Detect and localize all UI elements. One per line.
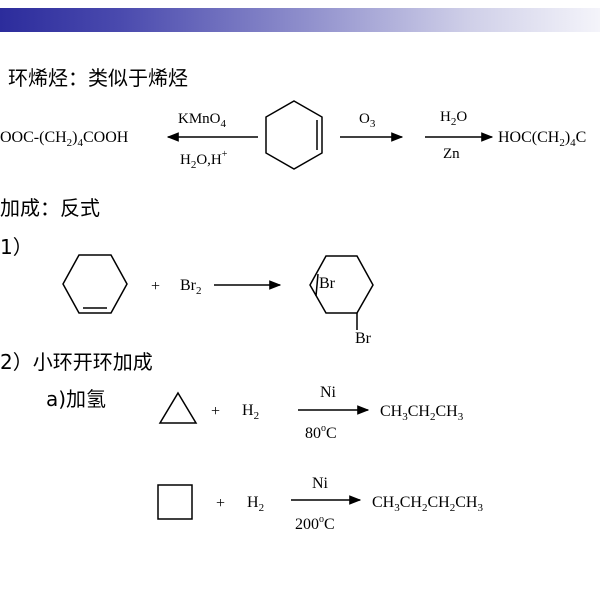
dibromocyclohexane-ring bbox=[309, 255, 374, 314]
butane-product: CH3CH2CH2CH3 bbox=[372, 494, 483, 514]
hydrogen-reagent: H2 bbox=[247, 494, 265, 514]
subitem-a-hydrogenation: a)加氢 bbox=[46, 387, 107, 411]
cyclohexene-ring bbox=[62, 254, 128, 314]
cyclohexene-ring bbox=[265, 100, 323, 170]
dialdehyde-product: HOC(CH2)4C bbox=[498, 129, 587, 149]
adipic-acid-product: OOC-(CH2)4COOH bbox=[0, 129, 129, 149]
cyclopropane-ring bbox=[158, 391, 198, 424]
reaction-temperature: 80oC bbox=[305, 423, 337, 442]
bond-line bbox=[315, 273, 319, 297]
bromine-substituent-top: Br bbox=[319, 275, 335, 292]
zinc-reagent: Zn bbox=[443, 146, 460, 162]
item-2-label: 2）小环开环加成 bbox=[0, 350, 153, 374]
kmno4-reagent: KMnO4 bbox=[178, 111, 227, 130]
reaction-temperature: 200oC bbox=[295, 514, 335, 533]
plus-sign: + bbox=[216, 495, 226, 512]
title-bar-gradient bbox=[0, 8, 600, 32]
heading-addition: 加成：反式 bbox=[0, 196, 100, 220]
bromine-reagent: Br2 bbox=[180, 277, 202, 297]
nickel-catalyst: Ni bbox=[320, 384, 336, 401]
ozone-reagent: O3 bbox=[359, 111, 376, 130]
cyclobutane-ring bbox=[157, 484, 193, 520]
plus-sign: + bbox=[151, 278, 161, 295]
item-1-label: 1） bbox=[0, 235, 33, 259]
hydrogen-reagent: H2 bbox=[242, 402, 260, 422]
water-reagent: H2O bbox=[440, 109, 468, 128]
propane-product: CH3CH2CH3 bbox=[380, 403, 464, 423]
heading-cycloalkene: 环烯烃：类似于烯烃 bbox=[8, 66, 188, 90]
water-acid-conditions: H2O,H+ bbox=[180, 149, 228, 171]
nickel-catalyst: Ni bbox=[312, 475, 328, 492]
plus-sign: + bbox=[211, 403, 221, 420]
bromine-substituent-bottom: Br bbox=[355, 330, 371, 347]
